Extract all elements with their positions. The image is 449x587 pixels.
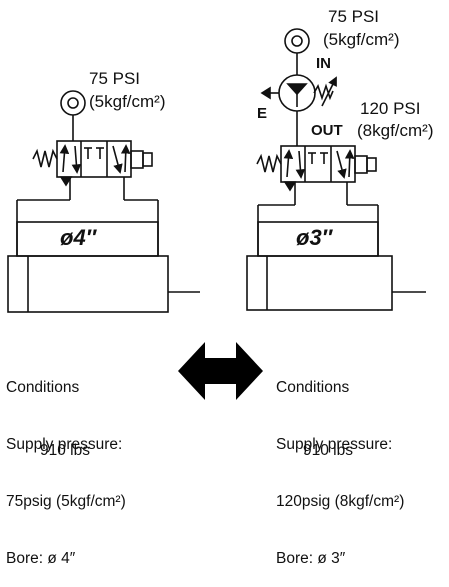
right-out-pressure-kgf: (8kgf/cm²)	[357, 121, 434, 140]
right-valve-spring	[256, 153, 282, 173]
right-in-pressure-kgf: (5kgf/cm²)	[323, 30, 400, 49]
left-air-lines	[16, 177, 159, 257]
conditions-right-bore: Bore: ø 3″	[276, 550, 346, 567]
right-exhaust-label: E	[257, 105, 268, 122]
left-pressure-gauge	[60, 90, 86, 141]
conditions-left-supply-value: 75psig (5kgf/cm²)	[6, 493, 126, 510]
conditions-right-supply-value: 120psig (8kgf/cm²)	[276, 493, 405, 510]
left-solenoid-valve	[32, 140, 153, 187]
left-bore-label: ø4″	[60, 225, 97, 250]
left-cylinder	[7, 255, 200, 313]
right-out-label: OUT	[311, 122, 343, 139]
pneumatic-comparison-diagram	[7, 28, 426, 400]
right-solenoid-valve	[256, 145, 377, 192]
right-cylinder	[246, 255, 426, 311]
conditions-left-block: Conditions Supply pressure: 75psig (5kgf…	[6, 340, 126, 587]
right-valve-solenoid	[354, 155, 368, 174]
left-pressure-kgf: (5kgf/cm²)	[89, 92, 166, 111]
conditions-left-title: Conditions	[6, 379, 80, 396]
right-in-pressure-psi: 75 PSI	[328, 7, 380, 26]
right-pressure-gauge	[284, 28, 310, 75]
conditions-right-block: Conditions Supply pressure: 120psig (8kg…	[276, 340, 404, 587]
conditions-left-supply-label: Supply pressure:	[6, 436, 123, 453]
left-valve-solenoid	[130, 150, 144, 169]
right-out-pressure-psi: 120 PSI	[360, 99, 421, 118]
conditions-right-title: Conditions	[276, 379, 350, 396]
force-left: 910 lbs	[40, 442, 90, 459]
left-pressure-psi: 75 PSI	[89, 69, 141, 88]
right-in-label: IN	[316, 55, 331, 72]
left-valve-spring	[32, 148, 58, 168]
force-right: 910 lbs	[303, 442, 353, 459]
comparison-double-arrow	[178, 342, 263, 400]
conditions-right-supply-label: Supply pressure:	[276, 436, 393, 453]
right-bore-label: ø3″	[296, 225, 333, 250]
conditions-left-bore: Bore: ø 4″	[6, 550, 76, 567]
booster-regulator	[260, 74, 337, 146]
